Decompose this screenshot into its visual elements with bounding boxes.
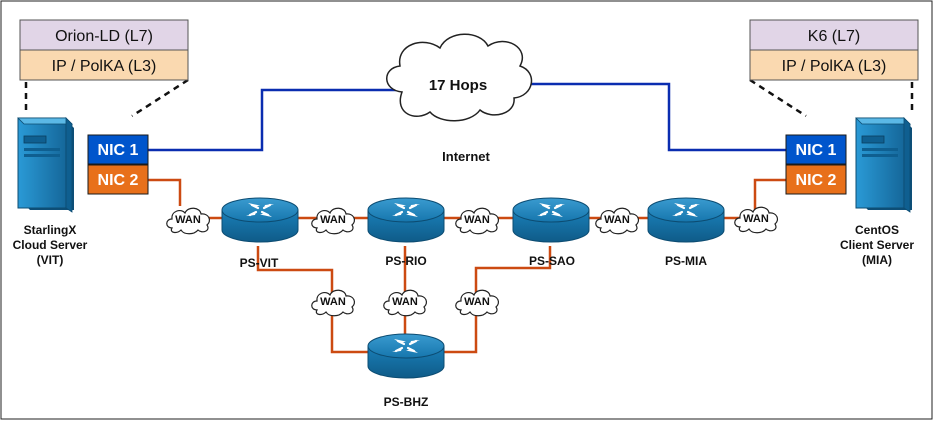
stack-connector-left-b	[131, 78, 189, 118]
nic2-left-label: NIC 2	[98, 172, 139, 189]
stack-right-app-layer	[749, 19, 919, 51]
server-left-line2: Cloud Server	[13, 238, 88, 252]
stack-right-top-label: K6 (L7)	[808, 28, 860, 45]
router-bhz-label: PS-BHZ	[384, 395, 429, 409]
router-icon	[220, 196, 300, 244]
cloud-hops-label: 17 Hops	[429, 77, 487, 94]
nic1-right	[785, 134, 847, 165]
wan-label: WAN	[604, 214, 630, 226]
server-right-line3: (MIA)	[862, 253, 892, 267]
router-rio-label: PS-RIO	[385, 254, 426, 268]
wan-label: WAN	[464, 214, 490, 226]
wan-link-vit-server	[148, 178, 182, 206]
router-ps-sao: PS-SAO	[511, 196, 591, 268]
wan-cloud-sao-bhz: WAN	[455, 289, 500, 317]
router-ps-rio: PS-RIO	[366, 196, 446, 268]
server-left-line3: (VIT)	[37, 253, 64, 267]
stack-left-net-layer	[19, 49, 189, 81]
wan-cloud-rio-sao: WAN	[455, 207, 500, 235]
wan-cloud-sao-mia: WAN	[595, 207, 640, 235]
stack-right-net-layer	[749, 49, 919, 81]
router-ps-vit: PS-VIT	[220, 196, 300, 270]
nic-left-group: NIC 1 NIC 2	[87, 134, 149, 195]
internet-link-left	[148, 88, 400, 152]
wan-cloud-rio-bhz: WAN	[383, 289, 428, 317]
router-ps-bhz: PS-BHZ	[366, 332, 446, 409]
wan-label: WAN	[464, 296, 490, 308]
server-right-label: CentOS Client Server (MIA)	[840, 223, 914, 267]
nic1-right-label: NIC 1	[796, 142, 837, 159]
nic1-left	[87, 134, 149, 165]
protocol-stack-left: Orion-LD (L7) IP / PolKA (L3)	[19, 19, 189, 81]
wan-cloud-vit-bhz: WAN	[311, 289, 356, 317]
server-left-label: StarlingX Cloud Server (VIT)	[13, 223, 88, 267]
wan-cloud-mia-server: WAN	[734, 206, 779, 234]
wan-link-vit-bhz	[256, 246, 368, 354]
wan-link-sao-bhz	[442, 246, 552, 354]
router-mia-label: PS-MIA	[665, 254, 707, 268]
internet-label: Internet	[442, 149, 490, 164]
server-tower-icon	[855, 117, 913, 213]
router-icon	[366, 196, 446, 244]
wan-cloud-server-vit: WAN	[166, 207, 211, 235]
nic2-right-label: NIC 2	[796, 172, 837, 189]
stack-connector-right-a	[749, 78, 807, 118]
protocol-stack-right: K6 (L7) IP / PolKA (L3)	[749, 19, 919, 81]
router-ps-mia: PS-MIA	[646, 196, 726, 268]
cloud-icon	[386, 33, 533, 122]
router-icon	[511, 196, 591, 244]
stack-left-top-label: Orion-LD (L7)	[55, 28, 153, 45]
wan-label: WAN	[175, 214, 201, 226]
stack-right-bottom-label: IP / PolKA (L3)	[782, 58, 887, 75]
wan-cloud-vit-rio: WAN	[311, 207, 356, 235]
router-vit-label: PS-VIT	[240, 256, 279, 270]
wan-label: WAN	[320, 296, 346, 308]
wan-links	[148, 178, 786, 354]
nic2-left	[87, 164, 149, 195]
wan-label: WAN	[320, 214, 346, 226]
router-icon	[646, 196, 726, 244]
wan-label: WAN	[392, 296, 418, 308]
server-left-line1: StarlingX	[24, 223, 77, 237]
wan-label: WAN	[743, 213, 769, 225]
server-right-line2: Client Server	[840, 238, 914, 252]
server-right-line1: CentOS	[855, 223, 899, 237]
stack-left-bottom-label: IP / PolKA (L3)	[52, 58, 157, 75]
internet-link-right	[512, 82, 786, 152]
internet-cloud: 17 Hops	[386, 33, 533, 122]
nic-right-group: NIC 1 NIC 2	[785, 134, 847, 195]
nic2-right	[785, 164, 847, 195]
router-icon	[366, 332, 446, 380]
server-tower-icon	[17, 117, 75, 213]
nic1-left-label: NIC 1	[98, 142, 139, 159]
router-sao-label: PS-SAO	[529, 254, 575, 268]
